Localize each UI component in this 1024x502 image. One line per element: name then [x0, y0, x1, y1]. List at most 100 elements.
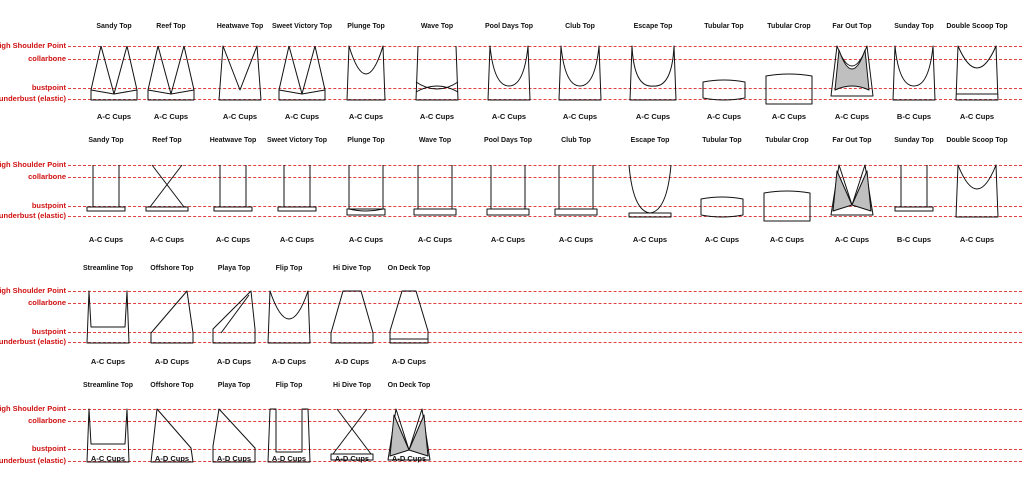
sketch-outline: [90, 45, 138, 95]
guide-line-high-shoulder: [68, 165, 1022, 166]
cup-size: A-C Cups: [490, 235, 526, 244]
measure-label-collarbone: collarbone: [28, 54, 66, 63]
sketch-outline: [212, 290, 256, 344]
sketch-outline: [415, 85, 459, 93]
cup-size: A-C Cups: [959, 235, 995, 244]
sketch-outline: [558, 45, 602, 101]
sketch-outline: [278, 90, 326, 101]
top-name: Sunday Top: [894, 23, 934, 30]
top-name: Streamline Top: [82, 265, 134, 272]
top-sketch-vneck: [218, 45, 262, 101]
top-name: Plunge Top: [347, 137, 385, 144]
top-name: Plunge Top: [347, 23, 385, 30]
cup-size: B-C Cups: [896, 235, 932, 244]
top-name: Reef Top: [156, 23, 186, 30]
top-name: Flip Top: [275, 382, 303, 389]
sketch-outline: [150, 290, 194, 344]
top-sketch-tri: [147, 45, 195, 101]
top-name: Pool Days Top: [484, 23, 534, 30]
top-name: On Deck Top: [387, 265, 431, 272]
cup-size: A-C Cups: [834, 112, 870, 121]
top-sketch-hineck: [330, 290, 374, 344]
top-name: Club Top: [565, 23, 595, 30]
cup-size: A-C Cups: [562, 112, 598, 121]
sketch-outline: [219, 165, 247, 207]
top-sketch-backu: [346, 165, 386, 216]
top-sketch-backstraight: [486, 165, 530, 216]
measure-label-bustpoint: bustpoint: [31, 327, 66, 336]
sketch-outline: [554, 208, 598, 216]
guide-line-bustpoint: [68, 88, 1022, 89]
cup-size: A-D Cups: [391, 357, 427, 366]
top-sketch-scoop: [558, 45, 602, 101]
cup-size: A-D Cups: [216, 454, 252, 463]
measure-label-bustpoint: bustpoint: [31, 201, 66, 210]
top-name: Tubular Crop: [767, 23, 811, 30]
top-name: Offshore Top: [150, 382, 194, 389]
sketch-outline: [629, 45, 677, 101]
top-name: Sandy Top: [88, 137, 124, 144]
guide-line-high-shoulder: [68, 291, 1022, 292]
top-sketch-band: [894, 165, 934, 212]
sketch-outline: [220, 294, 250, 334]
cup-size: A-C Cups: [215, 235, 251, 244]
top-sketch-escapeback: [628, 164, 672, 218]
cup-size: A-C Cups: [704, 235, 740, 244]
sketch-outline: [558, 165, 594, 209]
cup-size: A-C Cups: [771, 112, 807, 121]
sketch-outline: [628, 212, 672, 218]
cup-size: A-D Cups: [154, 357, 190, 366]
sketch-outline: [490, 165, 526, 209]
top-sketch-escape: [629, 45, 677, 101]
top-name: Hi Dive Top: [333, 265, 371, 272]
measure-label-collarbone: collarbone: [28, 416, 66, 425]
top-sketch-squareback: [86, 408, 130, 463]
sketch-outline: [346, 45, 386, 101]
top-name: Wave Top: [420, 23, 454, 30]
sketch-outline: [212, 408, 256, 463]
guide-line-collarbone: [68, 59, 1022, 60]
sketch-outline: [149, 164, 185, 208]
top-name: Double Scoop Top: [946, 23, 1008, 30]
sketch-outline: [955, 164, 999, 218]
sketch-outline: [700, 196, 744, 218]
cup-size: A-C Cups: [491, 112, 527, 121]
top-sketch-tubecrop: [763, 190, 811, 222]
sketch-outline: [278, 45, 326, 95]
sketch-outline: [147, 90, 195, 101]
sketch-outline: [408, 414, 429, 457]
cup-size: A-D Cups: [154, 454, 190, 463]
top-sketch-band: [277, 165, 317, 212]
cup-size: A-C Cups: [834, 235, 870, 244]
cup-size: A-D Cups: [334, 454, 370, 463]
sketch-outline: [92, 165, 120, 207]
sketch-outline: [86, 206, 126, 212]
top-name: Sweet Victory Top: [266, 137, 328, 144]
guide-line-collarbone: [68, 177, 1022, 178]
top-name: Sunday Top: [894, 137, 934, 144]
top-sketch-playaback: [212, 408, 256, 463]
sketch-outline: [157, 45, 185, 95]
top-sketch-tubecrop: [765, 73, 813, 105]
cup-size: A-C Cups: [90, 357, 126, 366]
cup-size: A-C Cups: [222, 112, 258, 121]
measure-label-underbust: underbust (elastic): [0, 456, 66, 465]
guide-line-collarbone: [68, 421, 1022, 422]
sketch-outline: [628, 164, 672, 214]
cup-size: A-C Cups: [153, 112, 189, 121]
sketch-outline: [90, 90, 138, 101]
sketch-outline: [892, 45, 936, 101]
measure-label-underbust: underbust (elastic): [0, 337, 66, 346]
top-sketch-scoop: [892, 45, 936, 101]
top-name: Offshore Top: [150, 265, 194, 272]
sketch-outline: [415, 81, 459, 90]
measure-label-collarbone: collarbone: [28, 172, 66, 181]
cup-size: A-D Cups: [271, 454, 307, 463]
top-sketch-band: [86, 165, 126, 212]
sketch-outline: [283, 165, 311, 207]
sketch-outline: [332, 408, 372, 455]
cup-size: A-C Cups: [959, 112, 995, 121]
measure-label-bustpoint: bustpoint: [31, 444, 66, 453]
cup-size: A-C Cups: [284, 112, 320, 121]
top-sketch-tri: [90, 45, 138, 101]
